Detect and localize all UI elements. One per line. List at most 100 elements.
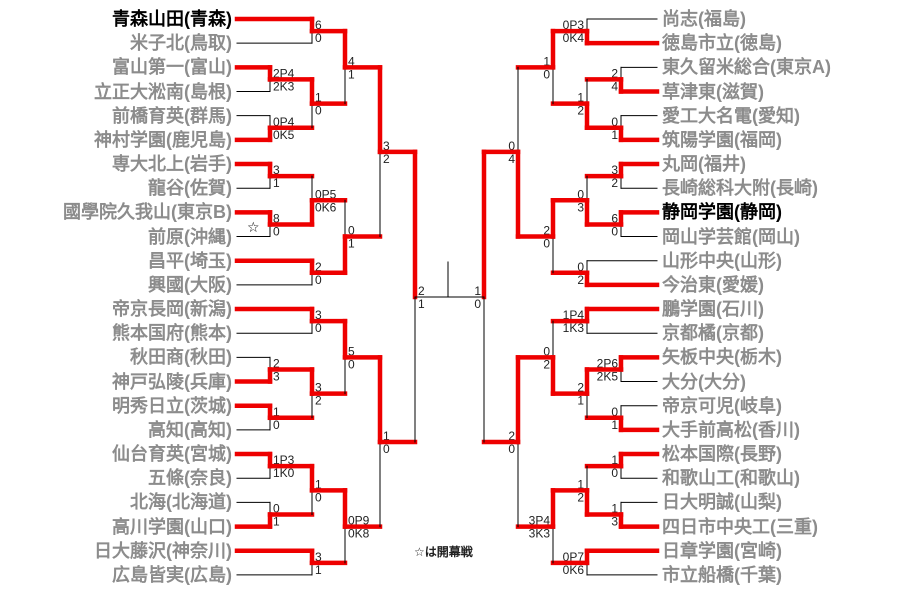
- match-score: 2P4: [273, 66, 295, 80]
- match-score: 3K3: [529, 527, 551, 541]
- match-score: 1: [273, 514, 280, 528]
- match-score: 6: [315, 18, 322, 32]
- match-score: 3: [315, 381, 322, 395]
- team-name: 今治東(愛媛): [662, 274, 764, 295]
- opening-match-star: ☆: [247, 219, 260, 235]
- team-name: 昌平(埼玉): [148, 250, 232, 271]
- match-score: 0K6: [315, 200, 337, 214]
- team-name: 前橋育英(群馬): [112, 105, 232, 126]
- match-score: 2: [543, 224, 550, 238]
- match-score: 3: [273, 369, 280, 383]
- match-score: 1: [543, 54, 550, 68]
- match-score: 0: [577, 260, 584, 274]
- team-name: 帝京可児(岐阜): [662, 395, 782, 416]
- match-score: 2: [543, 357, 550, 371]
- match-score: 0P5: [315, 187, 337, 201]
- match-score: 1: [348, 237, 355, 251]
- match-score: 0: [315, 321, 322, 335]
- match-score: 1: [474, 284, 481, 298]
- match-score: 1: [611, 453, 618, 467]
- match-score: 0P4: [273, 115, 295, 129]
- match-score: 6: [611, 211, 618, 225]
- match-score: 1K0: [273, 466, 295, 480]
- team-name: 神村学園(鹿児島): [94, 129, 232, 150]
- match-score: 0: [348, 357, 355, 371]
- team-name: 東久留米総合(東京A): [662, 57, 831, 78]
- match-score: 5: [348, 344, 355, 358]
- match-score: 0: [611, 466, 618, 480]
- match-score: 0: [315, 31, 322, 45]
- team-name: 前原(沖縄): [148, 226, 232, 247]
- team-name: 四日市中央工(三重): [662, 516, 818, 537]
- match-score: 0: [543, 67, 550, 81]
- match-score: 0: [577, 187, 584, 201]
- team-name: 帝京長岡(新潟): [112, 299, 232, 320]
- team-name: 日章学園(宮崎): [662, 540, 782, 561]
- team-name: 岡山学芸館(岡山): [662, 226, 800, 247]
- match-score: 2: [273, 356, 280, 370]
- team-name: 大手前高松(香川): [662, 419, 800, 440]
- match-score: 0: [348, 224, 355, 238]
- match-score: 1: [348, 67, 355, 81]
- team-name: 富山第一(富山): [112, 57, 232, 78]
- team-name: 大分(大分): [662, 371, 746, 392]
- team-name: 静岡学園(静岡): [662, 202, 782, 223]
- match-score: 4: [508, 152, 515, 166]
- match-score: 0P3: [563, 18, 585, 32]
- match-score: 0: [508, 139, 515, 153]
- team-name: 松本国際(長野): [662, 444, 782, 465]
- match-score: 4: [348, 54, 355, 68]
- team-name: 愛工大名電(愛知): [662, 105, 800, 126]
- team-name: 神戸弘陵(兵庫): [112, 371, 232, 392]
- team-name: 日大藤沢(神奈川): [94, 540, 232, 561]
- team-name: 長崎総科大附(長崎): [662, 178, 818, 199]
- team-name: 國學院久我山(東京B): [63, 202, 232, 223]
- match-score: 2: [611, 66, 618, 80]
- match-score: 0P7: [563, 550, 585, 564]
- team-name: 和歌山工(和歌山): [662, 468, 800, 489]
- team-name: 筑陽学園(福岡): [662, 129, 782, 150]
- match-score: 0: [273, 501, 280, 515]
- match-score: 2: [611, 176, 618, 190]
- team-name: 五條(奈良): [148, 468, 232, 489]
- match-score: 2P6: [597, 356, 619, 370]
- match-score: 0K4: [563, 31, 585, 45]
- match-score: 1: [273, 405, 280, 419]
- team-name: 専大北上(岩手): [112, 154, 232, 175]
- match-score: 3: [315, 550, 322, 564]
- match-score: 0: [315, 104, 322, 118]
- match-score: 0: [508, 442, 515, 456]
- team-name: 米子北(鳥取): [130, 33, 232, 54]
- team-name: 興國(大阪): [148, 274, 232, 295]
- match-score: 2: [577, 381, 584, 395]
- team-name: 矢板中央(栃木): [662, 347, 782, 368]
- match-score: 1P3: [273, 453, 295, 467]
- match-score: 2: [577, 273, 584, 287]
- match-score: 0: [315, 273, 322, 287]
- team-name: 龍谷(佐賀): [148, 178, 232, 199]
- match-score: 2: [577, 104, 584, 118]
- team-name: 高知(高知): [148, 419, 232, 440]
- match-score: 2: [577, 490, 584, 504]
- match-score: 2: [418, 284, 425, 298]
- match-score: 1: [611, 501, 618, 515]
- team-name: 京都橘(京都): [662, 323, 764, 344]
- team-name: 立正大淞南(島根): [94, 81, 232, 102]
- team-name: 尚志(福島): [662, 9, 746, 29]
- match-score: 8: [273, 211, 280, 225]
- team-name: 仙台育英(宮城): [112, 444, 232, 465]
- match-score: 1: [577, 394, 584, 408]
- team-name: 草津東(滋賀): [662, 81, 764, 102]
- match-score: 2: [508, 429, 515, 443]
- match-score: 0: [543, 237, 550, 251]
- team-name: 山形中央(山形): [662, 250, 782, 271]
- match-score: 0: [611, 115, 618, 129]
- match-score: 0: [383, 442, 390, 456]
- team-name: 徳島市立(徳島): [662, 33, 782, 54]
- match-score: 2K5: [597, 369, 619, 383]
- team-name: 明秀日立(茨城): [112, 395, 232, 416]
- team-name: 鵬学園(石川): [662, 299, 764, 320]
- match-score: 1: [611, 418, 618, 432]
